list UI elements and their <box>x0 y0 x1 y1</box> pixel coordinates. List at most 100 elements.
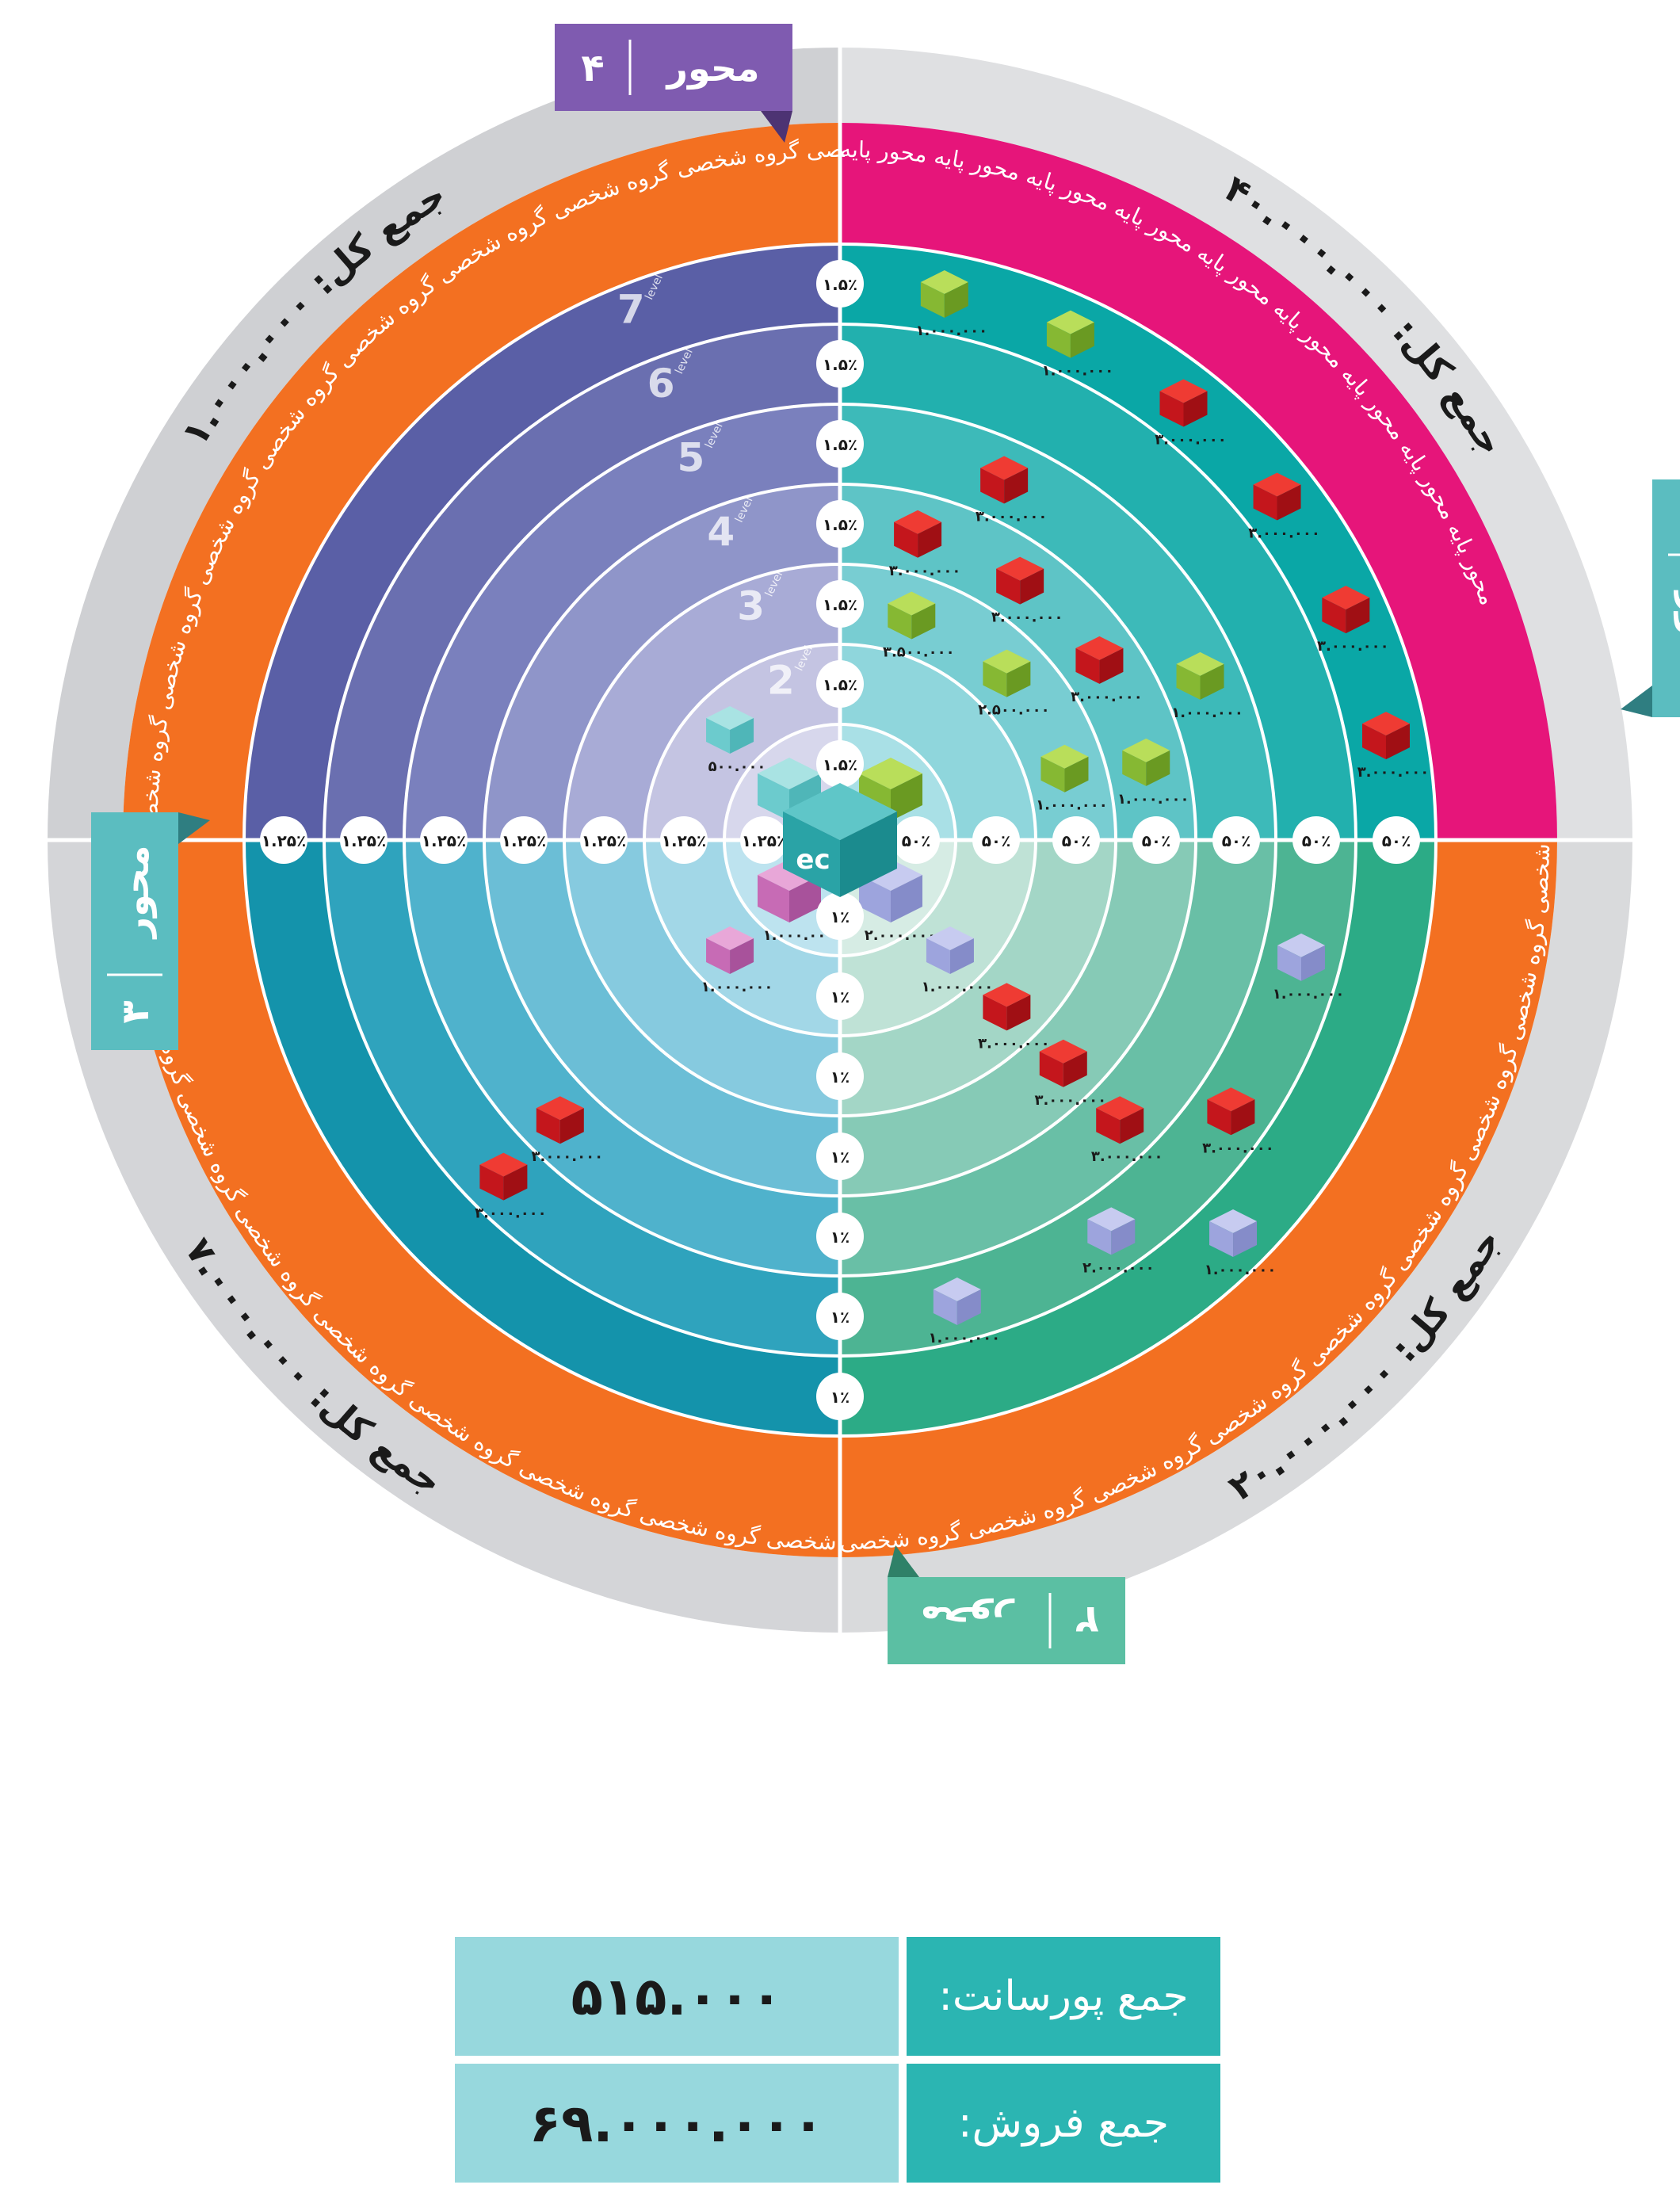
cube-value: ۳.۰۰۰.۰۰۰ <box>1248 525 1320 542</box>
svg-text:۱٪: ۱٪ <box>830 987 850 1006</box>
cube-value: ۳.۰۰۰.۰۰۰ <box>1202 1140 1274 1156</box>
cube-value: ۱.۰۰۰.۰۰۰ <box>1273 986 1345 1003</box>
percent-badge: ۱.۵٪ <box>816 500 864 548</box>
cube-green: ۱.۰۰۰.۰۰۰ <box>1042 310 1114 380</box>
cube-lavender: ۱.۰۰۰.۰۰۰ <box>1205 1209 1276 1278</box>
svg-text:محور: محور <box>666 47 760 90</box>
ring-bl-7 <box>244 840 840 1436</box>
svg-text:7: 7 <box>617 286 645 332</box>
svg-text:۱: ۱ <box>1673 506 1680 529</box>
svg-text:۱.۵٪: ۱.۵٪ <box>823 275 857 294</box>
ring-tr-5 <box>840 404 1276 840</box>
ring-tr-7 <box>840 244 1436 840</box>
label-band-tl <box>123 123 840 840</box>
cube-lavender: ۲.۰۰۰.۰۰۰ <box>1082 1207 1155 1276</box>
cube-red: ۳.۰۰۰.۰۰۰ <box>1155 379 1227 448</box>
cube-value: ۱.۰۰۰.۰۰۰ <box>1036 797 1108 814</box>
percent-badge: ۱٪ <box>816 1052 864 1100</box>
percent-badges: ۱.۵٪ ۱.۵٪ ۱.۵٪ ۱.۵٪ ۱.۵٪ ۱.۵٪ ۱.۵٪ ۱.۲۵٪ ۱.۲۵٪ ۱.… <box>260 260 1420 1420</box>
percent-badge: ۱٪ <box>816 1293 864 1340</box>
svg-text:۱.۲۵٪: ۱.۲۵٪ <box>422 831 466 850</box>
svg-text:۵۰٪: ۵۰٪ <box>902 831 931 850</box>
svg-text:۱.۵٪: ۱.۵٪ <box>823 755 857 774</box>
cube-green: ۱.۰۰۰.۰۰۰ <box>1036 744 1108 814</box>
summary-table: ۵۱۵.۰۰۰ جمع پورسانت: ۶۹.۰۰۰.۰۰۰ جمع فروش… <box>455 1937 1220 2190</box>
cube-red: ۳.۰۰۰.۰۰۰ <box>1248 472 1320 542</box>
cube-red: ۳.۰۰۰.۰۰۰ <box>1034 1039 1106 1109</box>
cube-lavender: ۱.۰۰۰.۰۰۰ <box>1273 933 1345 1003</box>
svg-text:۵۰٪: ۵۰٪ <box>1302 831 1331 850</box>
axis-tab-۱: ۱ محور <box>1621 479 1680 717</box>
svg-text:محور: محور <box>114 846 157 940</box>
cube-green: ۱.۰۰۰.۰۰۰ <box>1171 651 1243 721</box>
percent-badge: ۱.۲۵٪ <box>260 816 307 864</box>
cube-red: ۳.۰۰۰.۰۰۰ <box>1071 636 1143 705</box>
cube-value: ۳.۰۰۰.۰۰۰ <box>1091 1148 1163 1165</box>
svg-text:۱٪: ۱٪ <box>830 1308 850 1327</box>
percent-badge: ۵۰٪ <box>1212 816 1260 864</box>
ring-br-5 <box>840 840 1276 1276</box>
cube-value: ۱.۰۰۰.۰۰۰ <box>922 979 994 995</box>
cube-value: ۲.۰۰۰.۰۰۰ <box>865 927 937 944</box>
svg-text:محور: محور <box>1674 590 1680 685</box>
svg-text:۵۰٪: ۵۰٪ <box>1222 831 1251 850</box>
outer-ring-tr <box>840 48 1632 840</box>
label-band-tr <box>840 123 1557 840</box>
svg-text:۱.۵٪: ۱.۵٪ <box>823 675 857 694</box>
ring-tr-6 <box>840 324 1356 840</box>
percent-badge: ۱.۵٪ <box>816 420 864 468</box>
cube-red: ۳.۰۰۰.۰۰۰ <box>1357 712 1430 781</box>
percent-badge: ۱٪ <box>816 1132 864 1180</box>
percent-badge: ۱٪ <box>816 892 864 940</box>
cube-value: ۵۰۰.۰۰۰ <box>708 758 766 775</box>
cube-value: ۳.۰۰۰.۰۰۰ <box>1357 764 1430 781</box>
cube-value: ۳.۰۰۰.۰۰۰ <box>475 1205 547 1222</box>
ring-br-4 <box>840 840 1196 1196</box>
svg-text:6: 6 <box>647 361 675 407</box>
cube-value: ۳.۰۰۰.۰۰۰ <box>991 609 1063 626</box>
cube-red: ۳.۰۰۰.۰۰۰ <box>991 556 1063 626</box>
commission-value: ۵۱۵.۰۰۰ <box>455 1937 899 2056</box>
ring-bl-5 <box>404 840 840 1276</box>
percent-badge: ۱.۵٪ <box>816 740 864 788</box>
percent-badge: ۱.۵٪ <box>816 580 864 628</box>
cube-value: ۳.۰۰۰.۰۰۰ <box>889 563 961 579</box>
svg-text:۱.۲۵٪: ۱.۲۵٪ <box>262 831 306 850</box>
sales-label: جمع فروش: <box>907 2064 1220 2183</box>
svg-text:۱.۵٪: ۱.۵٪ <box>823 355 857 374</box>
svg-text:۱.۲۵٪: ۱.۲۵٪ <box>742 831 786 850</box>
cube-green: ۲.۵۰۰.۰۰۰ <box>978 649 1050 719</box>
percent-badge: ۵۰٪ <box>1292 816 1340 864</box>
svg-text:۱٪: ۱٪ <box>830 1068 850 1087</box>
svg-text:3: 3 <box>737 583 765 629</box>
cube-pink: ۱.۰۰۰.۰۰۰ <box>701 926 773 995</box>
ring-bl-4 <box>484 840 840 1196</box>
cube-red: ۳.۰۰۰.۰۰۰ <box>978 983 1050 1052</box>
outer-ring-tl <box>48 48 840 840</box>
cube-value: ۳.۵۰۰.۰۰۰ <box>883 644 955 661</box>
cube-green: ۱.۰۰۰.۰۰۰ <box>916 270 988 339</box>
label-band-bl <box>123 840 840 1557</box>
sales-value: ۶۹.۰۰۰.۰۰۰ <box>455 2064 899 2183</box>
axis-tabs: ۴محور۱محور۳محور۲محور <box>91 24 1680 1664</box>
percent-badge: ۱٪ <box>816 972 864 1020</box>
cube-green: ۱.۰۰۰.۰۰۰ <box>1117 738 1189 808</box>
percent-badge: ۵۰٪ <box>1373 816 1420 864</box>
cube-red: ۳.۰۰۰.۰۰۰ <box>889 510 961 579</box>
percent-badge: ۵۰٪ <box>892 816 940 864</box>
cube-value: ۳.۰۰۰.۰۰۰ <box>1071 689 1143 705</box>
cube-value: ۱.۰۰۰.۰۰۰ <box>1042 363 1114 380</box>
svg-text:۵۰٪: ۵۰٪ <box>1382 831 1411 850</box>
cube-value: ۱.۰۰۰.۰۰۰ <box>916 323 988 339</box>
cube-value: ۱.۰۰۰.۰۰۰ <box>763 927 835 944</box>
cube-value: ۱.۰۰۰.۰۰۰ <box>701 979 773 995</box>
svg-text:۱.۲۵٪: ۱.۲۵٪ <box>342 831 386 850</box>
ring-tl-3 <box>564 564 840 840</box>
cube-red: ۳.۰۰۰.۰۰۰ <box>475 1152 547 1222</box>
cube-value: ۳.۰۰۰.۰۰۰ <box>1155 431 1227 448</box>
commission-label: جمع پورسانت: <box>907 1937 1220 2056</box>
